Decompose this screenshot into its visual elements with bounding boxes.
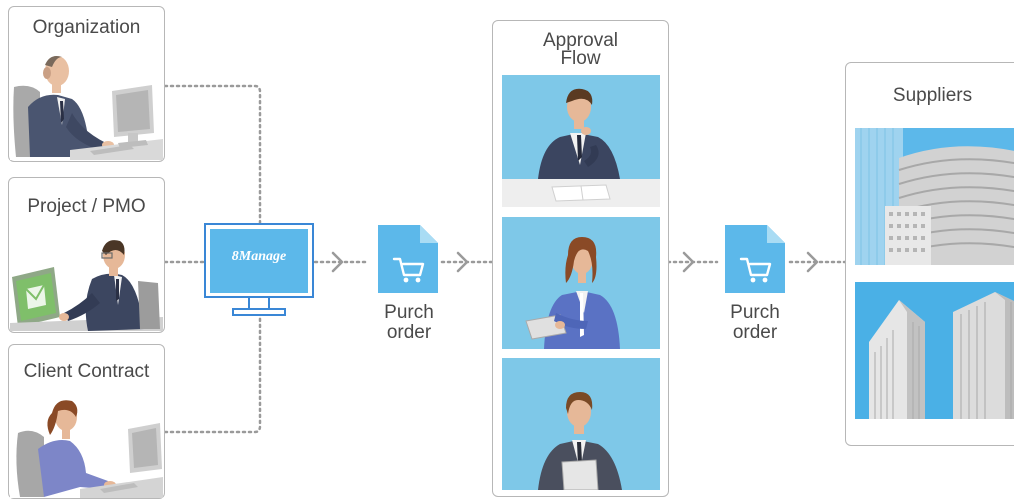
- chevron-right-icon: [331, 251, 344, 273]
- source-card-organization: Organization: [8, 6, 165, 162]
- office-man-computer-icon: [10, 47, 163, 160]
- man-green-monitor-icon: [10, 233, 163, 331]
- suppliers-panel: Suppliers: [845, 62, 1014, 446]
- chevron-right-icon: [806, 251, 819, 273]
- man-holding-tablet-icon: [502, 358, 660, 490]
- suppliers-title: Suppliers: [892, 85, 973, 106]
- approval-title-line2: Flow: [560, 48, 601, 69]
- system-logo: 8Manage: [231, 249, 287, 264]
- approval-flow-panel: Approval Flow: [492, 20, 669, 497]
- purchase-order-document-1: [376, 223, 440, 295]
- monitor-icon: [204, 223, 314, 316]
- source-label-organization: Organization: [32, 17, 141, 38]
- po-label-line1: Purch: [384, 302, 434, 323]
- source-label-client: Client Contract: [23, 361, 150, 382]
- cart-document-icon: [378, 225, 438, 293]
- po-label-line1: Purch: [730, 302, 780, 323]
- chevron-right-icon: [456, 251, 469, 273]
- woman-with-tablet-icon: [502, 217, 660, 349]
- source-label-project: Project / PMO: [27, 196, 146, 217]
- purchase-order-label-1: Purch order: [364, 303, 454, 343]
- purchase-order-label-2: Purch order: [710, 303, 800, 343]
- approval-title-line1: Approval: [543, 30, 618, 51]
- skyscrapers-icon: [855, 282, 1014, 419]
- source-card-client: Client Contract: [8, 344, 165, 499]
- approval-title: Approval Flow: [493, 30, 668, 69]
- cart-document-icon: [725, 225, 785, 293]
- man-at-desk-icon: [502, 75, 660, 207]
- source-card-project: Project / PMO: [8, 177, 165, 333]
- purchase-order-document-2: [723, 223, 787, 295]
- woman-computer-icon: [10, 393, 163, 498]
- round-tower-building-icon: [855, 128, 1014, 265]
- po-label-line2: order: [386, 322, 432, 343]
- connector-organization: [163, 84, 262, 226]
- chevron-right-icon: [682, 251, 695, 273]
- po-label-line2: order: [732, 322, 778, 343]
- system-monitor: 8Manage: [203, 223, 315, 318]
- connector-client: [163, 298, 262, 434]
